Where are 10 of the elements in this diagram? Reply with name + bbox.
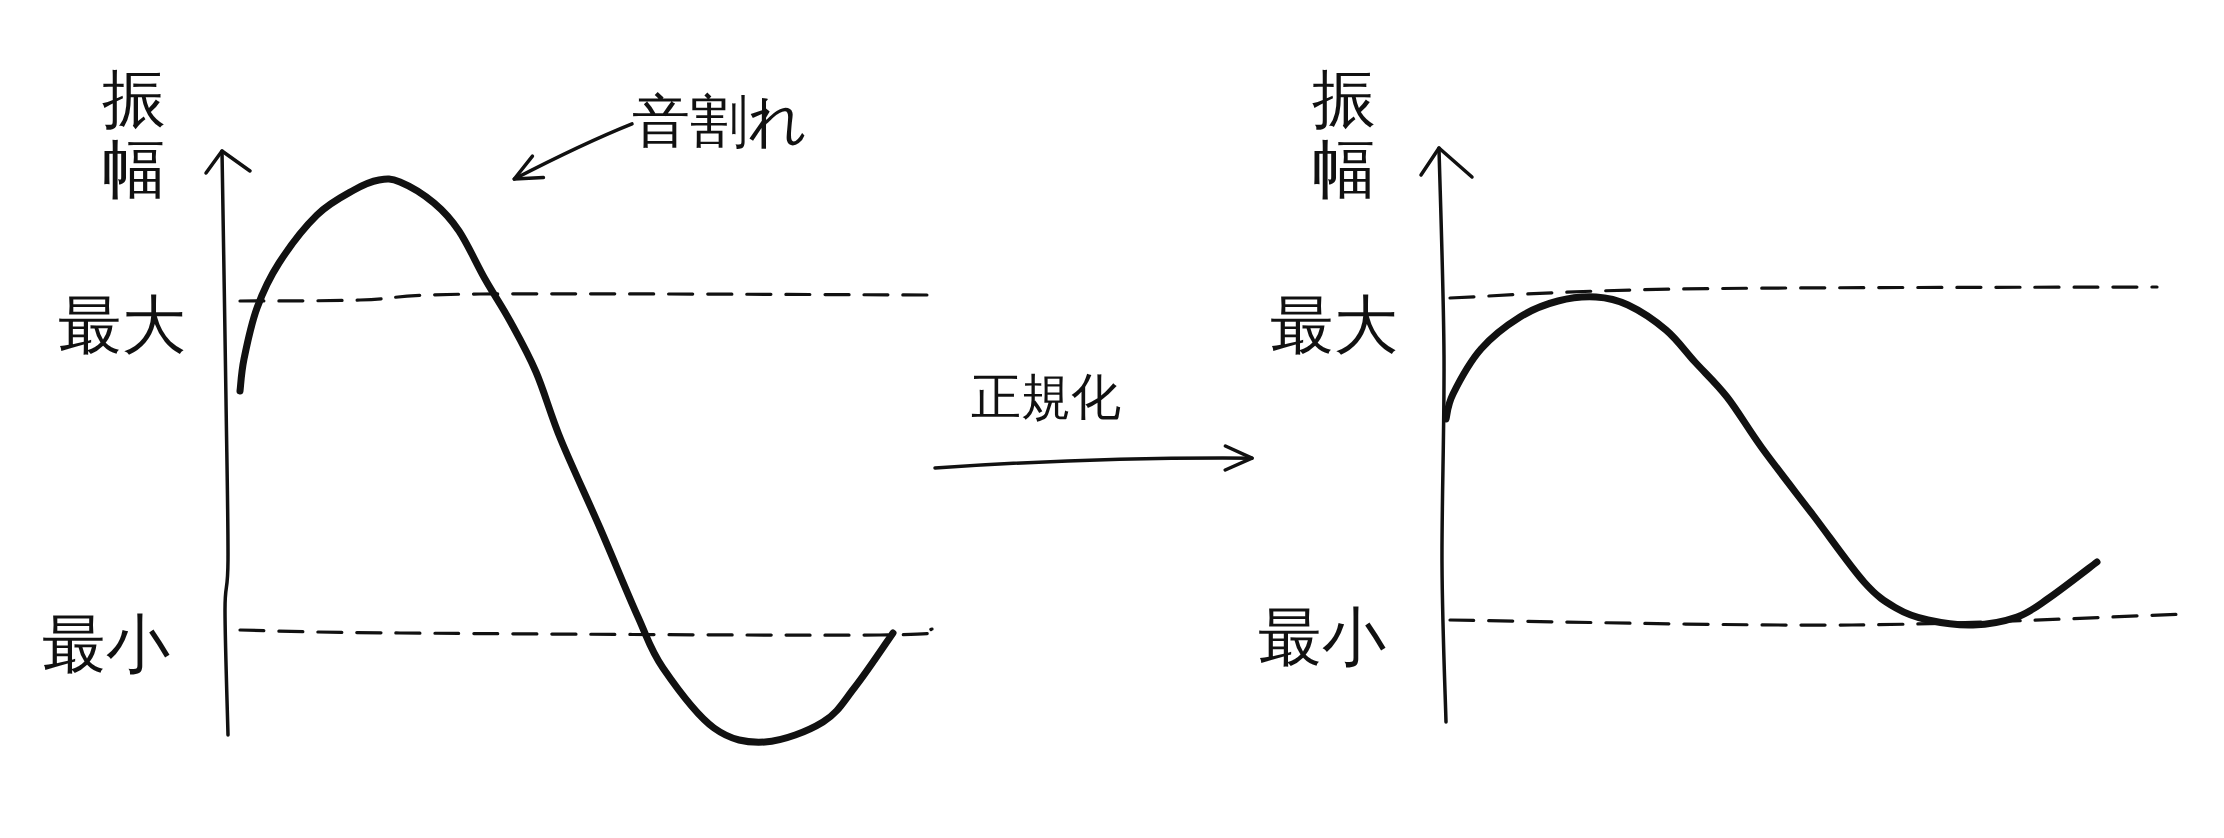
arrow [933,444,1254,472]
axis-title: 振幅 [102,64,166,205]
min-label: 最小 [42,612,170,676]
annotation-label: 音割れ [632,92,807,150]
max-label: 最大 [1270,293,1398,357]
leader-arrow [512,122,634,181]
max-label: 最大 [58,293,186,357]
axis-title: 振幅 [1312,64,1376,205]
min-label: 最小 [1258,605,1386,669]
clipped-waveform [236,175,897,746]
